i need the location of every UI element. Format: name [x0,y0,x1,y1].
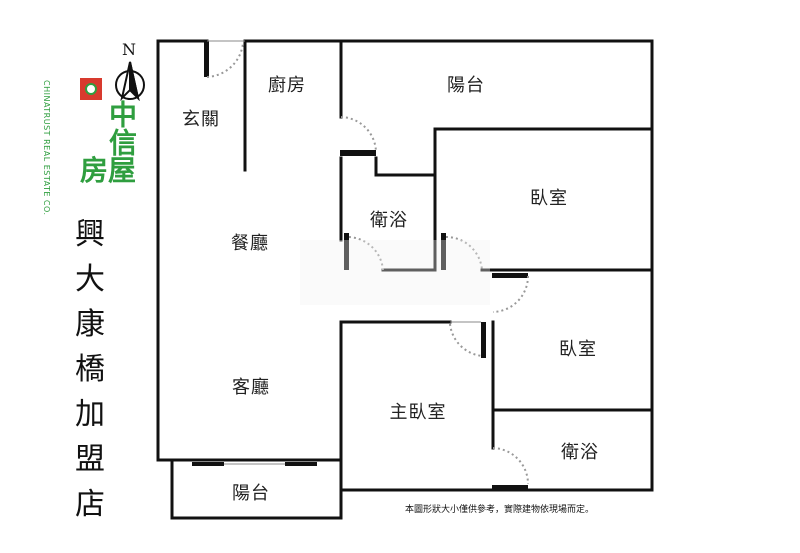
store-name: 興 大 康 橋 加 盟 店 [70,212,110,527]
room-label-living: 客廳 [232,377,270,398]
watermark [300,240,490,305]
store-name-char: 店 [75,487,105,522]
brand-line-2: 房屋 [80,154,137,187]
room-label-entrance: 玄關 [182,109,220,130]
store-name-char: 橋 [75,352,105,387]
store-name-char: 盟 [75,442,105,477]
store-name-char: 加 [75,397,105,432]
room-label-master-bedroom: 主臥室 [389,402,447,423]
disclaimer-text: 本圖形狀大小僅供參考，實際建物依現場而定。 [405,505,595,515]
compass-icon [115,61,145,102]
compass-north-label: N [122,40,136,59]
room-label-bathroom-1: 衛浴 [370,210,408,231]
room-label-balcony-bottom: 陽台 [232,483,270,504]
room-label-bedroom-1: 臥室 [530,188,568,209]
store-name-char: 興 [75,217,105,252]
room-label-kitchen: 廚房 [268,75,306,96]
brand-logo-icon [80,78,102,100]
brand-logo: 中信 房屋 [80,100,139,187]
store-name-char: 大 [75,262,105,297]
store-name-char: 康 [75,307,105,342]
room-label-bedroom-2: 臥室 [559,339,597,360]
room-label-dining: 餐廳 [231,233,269,254]
brand-english-text: CHINATRUST REAL ESTATE CO. [42,80,51,216]
room-label-balcony-top: 陽台 [447,75,485,96]
room-label-bathroom-2: 衛浴 [561,442,599,463]
brand-line-1: 中信 [105,100,139,156]
